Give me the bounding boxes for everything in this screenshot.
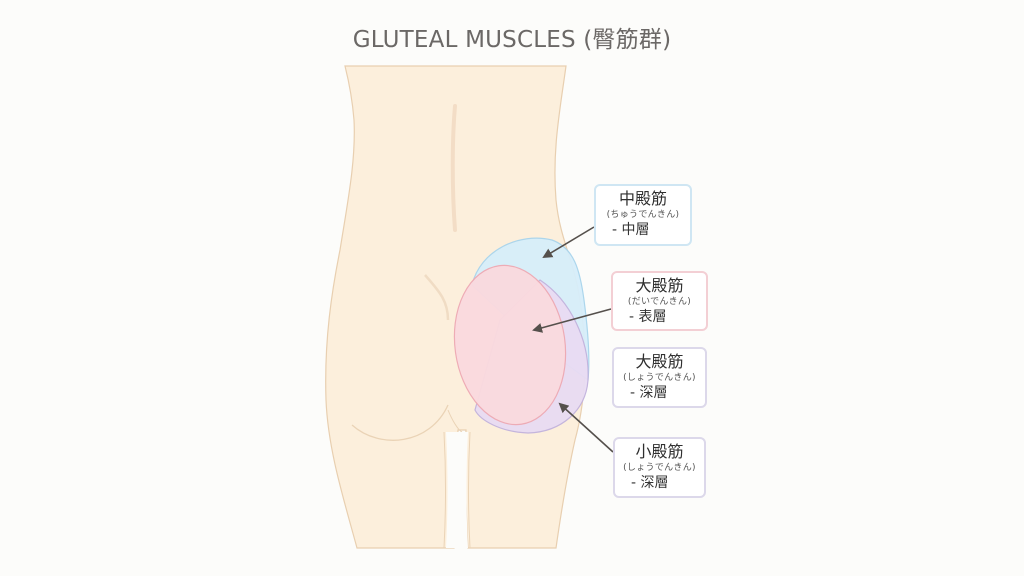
- label-layer: - 表層: [629, 309, 667, 325]
- label-gluteus-deep: 大殿筋 (しょうでんきん) - 深層: [612, 347, 707, 408]
- label-reading: (しょうでんきん): [623, 463, 696, 473]
- label-reading: (ちゅうでんきん): [606, 210, 680, 220]
- label-layer: - 深層: [630, 385, 668, 401]
- label-reading: (しょうでんきん): [623, 373, 696, 383]
- label-name: 中殿筋: [618, 189, 667, 208]
- arrow-gluteus-maximus: [532, 308, 612, 333]
- label-gluteus-minimus: 小殿筋 (しょうでんきん) - 深層: [613, 437, 706, 498]
- label-name: 大殿筋: [635, 352, 684, 371]
- label-layer: - 中層: [612, 222, 650, 238]
- label-name: 小殿筋: [635, 442, 684, 461]
- arrow-gluteus-medius: [542, 226, 595, 259]
- diagram-title: GLUTEAL MUSCLES (臀筋群): [352, 27, 672, 53]
- label-gluteus-medius: 中殿筋 (ちゅうでんきん) - 中層: [594, 184, 692, 246]
- gluteus-maximus-region: [453, 264, 567, 426]
- label-gluteus-maximus: 大殿筋 (だいでんきん) - 表層: [611, 271, 708, 331]
- label-layer: - 深層: [631, 475, 669, 491]
- label-name: 大殿筋: [635, 276, 684, 295]
- arrow-gluteus-minimus: [558, 402, 614, 453]
- label-reading: (だいでんきん): [627, 297, 692, 307]
